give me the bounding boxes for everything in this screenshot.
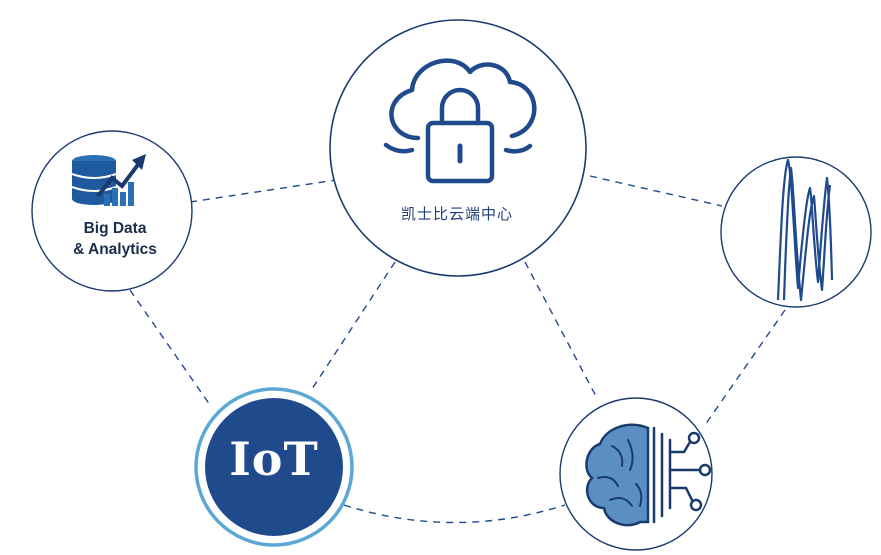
connector-cloud-ai <box>524 261 599 401</box>
connector-bigdata-cloud <box>189 179 337 203</box>
brain-circuit-icon <box>585 423 712 527</box>
connector-lines <box>129 175 786 524</box>
iot-label: IoT <box>229 432 319 486</box>
waveform-icon <box>776 158 834 302</box>
big-data-label-line1: Big Data <box>83 220 147 237</box>
connector-cloud-signal <box>589 175 723 207</box>
big-data-node[interactable] <box>31 130 193 292</box>
iot-node[interactable] <box>205 398 343 536</box>
cloud-lock-icon <box>383 58 537 184</box>
connector-signal-ai <box>704 309 786 426</box>
big-data-label-line2: & Analytics <box>73 241 157 258</box>
connector-cloud-iot <box>309 261 396 393</box>
cloud-center-label: 凯士比云端中心 <box>400 205 513 223</box>
big-data-label: Big Data & Analytics <box>40 218 190 260</box>
connector-bigdata-iot <box>129 289 211 406</box>
database-growth-icon <box>71 154 146 206</box>
connector-iot-ai <box>343 504 566 524</box>
